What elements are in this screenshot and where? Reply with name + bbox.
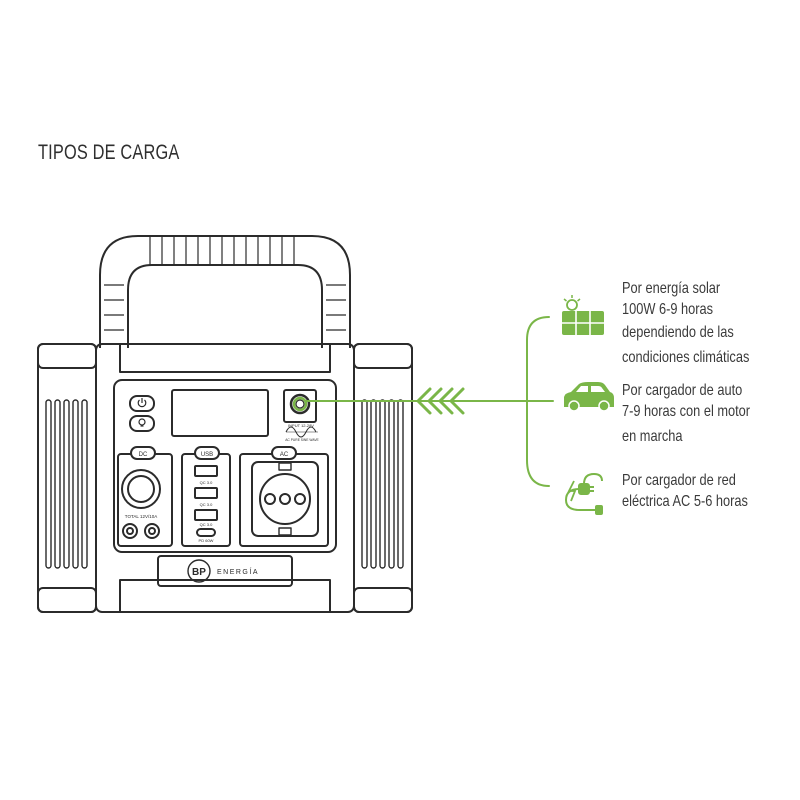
ac-socket-face bbox=[259, 473, 311, 525]
pure-sine-wave-label: AC PURE SINE WAVE bbox=[285, 438, 319, 442]
solar-line-4: condiciones climáticas bbox=[622, 349, 750, 366]
ac-socket-earth-top bbox=[278, 462, 292, 471]
dc-input-port-frame bbox=[283, 389, 317, 423]
ac-line-1: Por cargador de red bbox=[622, 472, 736, 489]
handle-inner bbox=[127, 264, 323, 348]
usb-label: USB bbox=[201, 452, 213, 458]
brand-logo-circle bbox=[187, 559, 211, 583]
right-bumper-bottom-cap bbox=[353, 587, 413, 613]
ac-label-tab bbox=[271, 446, 297, 460]
page-title: TIPOS DE CARGA bbox=[38, 141, 180, 164]
solar-line-3: dependiendo de las bbox=[622, 324, 734, 341]
handle-grip-ridges bbox=[104, 236, 346, 331]
car-socket-inner bbox=[127, 475, 155, 503]
top-rail bbox=[119, 344, 331, 373]
usb-port-3 bbox=[194, 509, 218, 521]
plug-cable-icon bbox=[564, 472, 603, 515]
left-bumper-top-cap bbox=[37, 343, 97, 369]
ac-socket-earth-bottom bbox=[278, 527, 292, 536]
ac-socket-hole-right bbox=[294, 493, 306, 505]
light-button bbox=[129, 415, 155, 432]
car-line-2: 7-9 horas con el motor bbox=[622, 403, 751, 420]
usb-c-port bbox=[196, 528, 216, 537]
qc-label-1: QC 3.0 bbox=[200, 480, 213, 485]
flow-chevrons bbox=[416, 387, 465, 415]
bottom-rail bbox=[119, 579, 331, 612]
car-socket-outer bbox=[121, 469, 161, 509]
solar-line-2: 100W 6-9 horas bbox=[622, 301, 714, 318]
panel-labels: DC USB AC TOTAL 12V/10A INPUT 12-28V AC … bbox=[125, 423, 320, 578]
control-panel bbox=[113, 379, 337, 553]
light-bulb-icon bbox=[138, 418, 146, 427]
dc-5521-port-right-pin bbox=[148, 527, 156, 535]
dc-input-port bbox=[289, 393, 311, 415]
left-bumper-ribs bbox=[45, 399, 88, 569]
ac-socket-plate bbox=[251, 461, 319, 537]
charging-connector bbox=[292, 316, 554, 487]
right-bumper-ribs bbox=[361, 399, 404, 569]
power-icon bbox=[137, 398, 147, 408]
solar-panel-icon bbox=[562, 295, 604, 335]
usb-port-1 bbox=[194, 465, 218, 477]
usb-label-tab bbox=[194, 446, 220, 460]
ac-socket-hole-left bbox=[264, 493, 276, 505]
qc-label-3: QC 3.0 bbox=[200, 522, 213, 527]
qc-label-2: QC 3.0 bbox=[200, 502, 213, 507]
total-output-label: TOTAL 12V/10A bbox=[125, 514, 157, 519]
pd-label: PD 60W bbox=[199, 538, 214, 543]
brand-logo-text: BP bbox=[192, 567, 206, 578]
usb-section-frame bbox=[181, 453, 231, 547]
lcd-display bbox=[171, 389, 269, 437]
left-bumper-bottom-cap bbox=[37, 587, 97, 613]
ac-line-2: eléctrica AC 5-6 horas bbox=[622, 493, 748, 510]
charging-option-solar: Por energía solar 100W 6-9 horas dependi… bbox=[622, 278, 749, 368]
usb-port-2 bbox=[194, 487, 218, 499]
dc-5521-port-right bbox=[144, 523, 160, 539]
right-bumper-top-cap bbox=[353, 343, 413, 369]
car-line-1: Por cargador de auto bbox=[622, 382, 743, 399]
ac-label: AC bbox=[280, 452, 289, 458]
solar-line-1: Por energía solar bbox=[622, 280, 721, 297]
brand-name: ENERGÍA bbox=[217, 567, 259, 576]
power-button bbox=[129, 395, 155, 412]
ac-socket-hole-center bbox=[279, 493, 291, 505]
dc-5521-port-left-pin bbox=[126, 527, 134, 535]
car-line-3: en marcha bbox=[622, 428, 683, 445]
handle-outer bbox=[99, 235, 351, 348]
dc-input-port-pin bbox=[295, 399, 305, 409]
sine-wave-symbol bbox=[285, 426, 317, 438]
charging-option-ac-grid: Por cargador de red eléctrica AC 5-6 hor… bbox=[622, 470, 748, 512]
charging-option-car: Por cargador de auto 7-9 horas con el mo… bbox=[622, 380, 750, 447]
input-voltage-label: INPUT 12-28V bbox=[288, 423, 314, 428]
dc-label: DC bbox=[139, 452, 148, 458]
dc-label-tab bbox=[130, 446, 156, 460]
car-icon bbox=[564, 382, 614, 412]
input-port-highlight bbox=[292, 396, 308, 412]
dc-5521-port-left bbox=[122, 523, 138, 539]
brand-plate bbox=[157, 555, 293, 587]
power-station-illustration bbox=[37, 235, 413, 613]
